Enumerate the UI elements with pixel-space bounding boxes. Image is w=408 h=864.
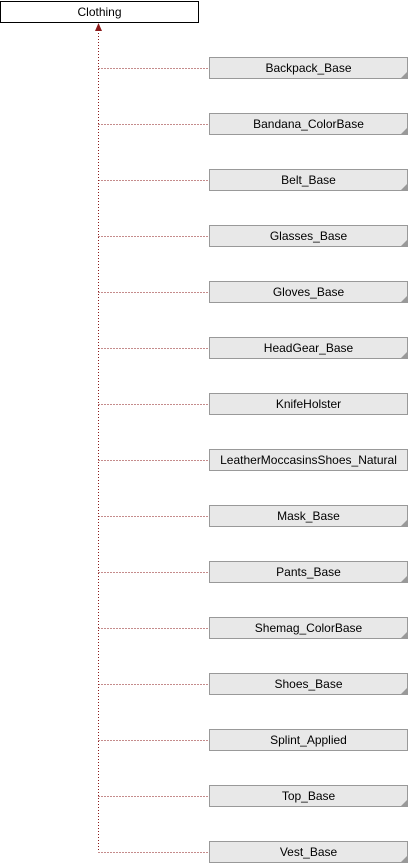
child-node-knifeholster[interactable]: KnifeHolster [209, 393, 408, 415]
child-node-leathermoccasinsshoes-natural[interactable]: LeatherMoccasinsShoes_Natural [209, 449, 408, 471]
child-node-vest-base[interactable]: Vest_Base [209, 841, 408, 863]
collapsed-indicator-icon [401, 632, 407, 638]
child-node-bandana-colorbase[interactable]: Bandana_ColorBase [209, 113, 408, 135]
child-node-label: KnifeHolster [275, 397, 342, 411]
child-node-backpack-base[interactable]: Backpack_Base [209, 57, 408, 79]
collapsed-indicator-icon [401, 688, 407, 694]
child-node-gloves-base[interactable]: Gloves_Base [209, 281, 408, 303]
collapsed-indicator-icon [401, 184, 407, 190]
child-node-label: Belt_Base [281, 173, 336, 187]
child-node-label: Gloves_Base [272, 285, 345, 299]
child-node-shemag-colorbase[interactable]: Shemag_ColorBase [209, 617, 408, 639]
child-node-label: Shoes_Base [274, 677, 343, 691]
collapsed-indicator-icon [401, 856, 407, 862]
collapsed-indicator-icon [401, 800, 407, 806]
child-node-label: Shemag_ColorBase [254, 621, 363, 635]
child-node-glasses-base[interactable]: Glasses_Base [209, 225, 408, 247]
collapsed-indicator-icon [401, 520, 407, 526]
child-node-headgear-base[interactable]: HeadGear_Base [209, 337, 408, 359]
child-node-pants-base[interactable]: Pants_Base [209, 561, 408, 583]
child-node-label: Pants_Base [276, 565, 341, 579]
child-node-mask-base[interactable]: Mask_Base [209, 505, 408, 527]
child-node-top-base[interactable]: Top_Base [209, 785, 408, 807]
collapsed-indicator-icon [401, 576, 407, 582]
child-node-label: Splint_Applied [270, 733, 347, 747]
child-node-label: Mask_Base [277, 509, 340, 523]
collapsed-indicator-icon [401, 352, 407, 358]
collapsed-indicator-icon [401, 72, 407, 78]
child-node-splint-applied[interactable]: Splint_Applied [209, 729, 408, 751]
child-node-shoes-base[interactable]: Shoes_Base [209, 673, 408, 695]
child-node-label: Vest_Base [279, 845, 338, 859]
child-node-label: HeadGear_Base [263, 341, 354, 355]
child-node-label: Backpack_Base [265, 61, 352, 75]
collapsed-indicator-icon [401, 240, 407, 246]
child-node-label: LeatherMoccasinsShoes_Natural [220, 453, 397, 467]
child-node-belt-base[interactable]: Belt_Base [209, 169, 408, 191]
root-node-label: Clothing [77, 5, 122, 19]
child-node-label: Glasses_Base [269, 229, 348, 243]
child-node-label: Top_Base [281, 789, 336, 803]
collapsed-indicator-icon [401, 296, 407, 302]
root-node-clothing[interactable]: Clothing [0, 1, 199, 23]
inheritance-arrow-icon [95, 23, 102, 31]
child-node-label: Bandana_ColorBase [253, 117, 364, 131]
collapsed-indicator-icon [401, 128, 407, 134]
